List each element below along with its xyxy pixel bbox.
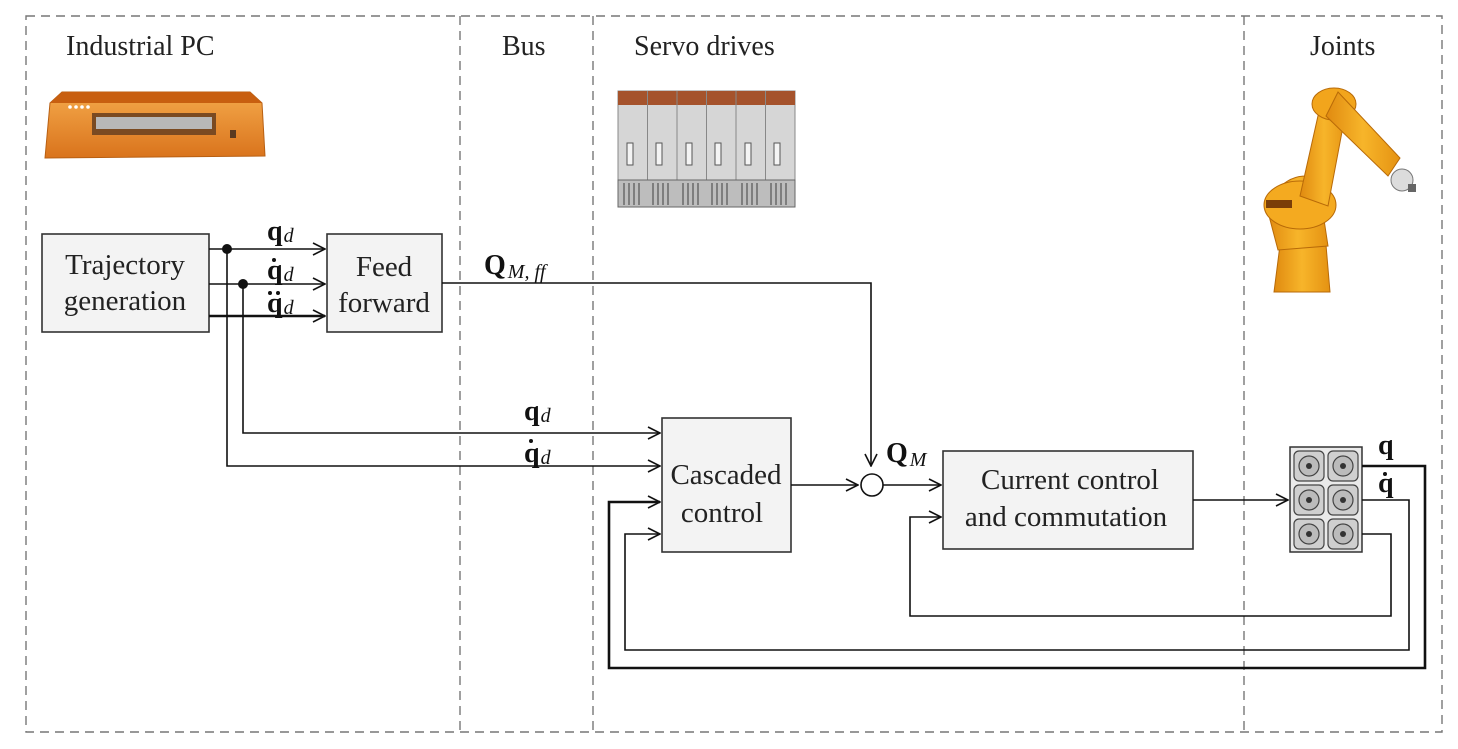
label-qdot-joint: q [1378,468,1394,499]
cascaded-label-line2: control [681,497,763,529]
robot-arm-icon [1263,87,1416,293]
dot-qddot-top-a [268,291,272,295]
label-q-joint: q [1378,430,1394,461]
label-qddot-top: qd [267,288,295,319]
industrial-pc-icon [44,91,266,159]
wire-velocity-feedback [624,499,1410,651]
feedforward-label-line1: Feed [356,251,413,283]
junction-qdot [238,279,248,289]
zone-title-joints: Joints [1310,31,1375,62]
label-qdot-top: qd [267,255,295,286]
zone-borders [25,15,1443,733]
trajectory-label-line2: generation [64,285,187,317]
outer-border [25,15,1443,733]
label-qd-top: qd [267,216,295,247]
signal-wires [209,244,1427,670]
wire-feedforward-to-sum [442,282,871,466]
current-control-block: Current control and commutation [942,450,1194,550]
zone-title-industrial-pc: Industrial PC [66,31,215,62]
dot-qdot-mid [529,439,533,443]
label-qd-mid: qd [524,396,552,427]
dot-qdot-joint [1383,472,1387,476]
current-label-line1: Current control [981,464,1159,496]
wire-qdot-to-cascaded [242,284,660,433]
cascaded-label-line1: Cascaded [670,459,782,491]
zone-title-servo-drives: Servo drives [634,31,775,62]
current-label-line2: and commutation [965,501,1168,533]
summing-junction [860,473,884,497]
trajectory-label-line1: Trajectory [65,249,185,281]
zone-title-bus: Bus [502,31,546,62]
wire-position-feedback [607,464,1427,670]
dot-qddot-top-b [276,291,280,295]
trajectory-generation-block: Trajectory generation [41,233,210,333]
wire-qd-to-cascaded [226,249,660,466]
cascaded-control-block: Cascaded control [661,417,792,553]
motor-array-icon [1289,446,1363,553]
wire-current-feedback [909,517,1392,617]
feedforward-label-line2: forward [338,287,430,319]
feed-forward-block: Feed forward [326,233,443,333]
junction-qd [222,244,232,254]
label-qdot-mid: qd [524,438,552,469]
dot-qdot-top [272,258,276,262]
servo-drives-icon [617,90,796,208]
